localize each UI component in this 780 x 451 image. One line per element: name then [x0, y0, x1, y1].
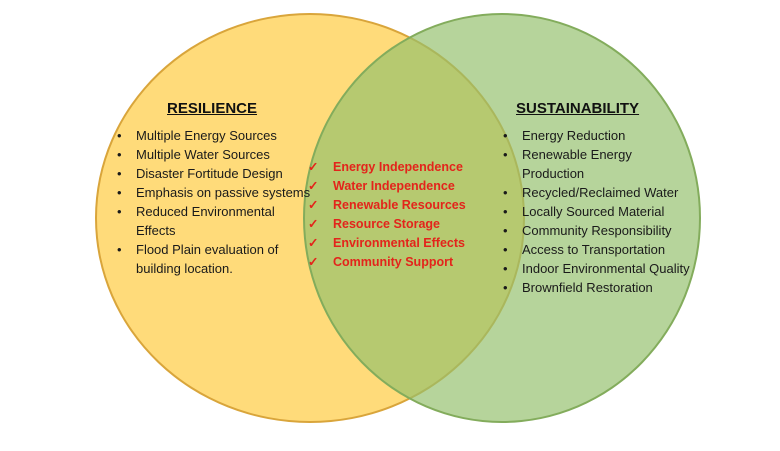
overlap-item-label: Environmental Effects: [333, 236, 465, 250]
resilience-list: Multiple Energy Sources Multiple Water S…: [110, 126, 315, 278]
list-item: ✓ Community Support: [308, 253, 466, 272]
list-item: Energy Reduction: [496, 126, 696, 145]
list-item: Flood Plain evaluation of building locat…: [110, 240, 315, 278]
sustainability-list: Energy Reduction Renewable Energy Produc…: [496, 126, 696, 297]
list-item: Indoor Environmental Quality: [496, 259, 696, 278]
list-item: Multiple Energy Sources: [110, 126, 315, 145]
resilience-title: RESILIENCE: [167, 100, 258, 117]
checkmark-icon: ✓: [308, 236, 319, 250]
list-item: ✓ Resource Storage: [308, 215, 466, 234]
overlap-item-label: Energy Independence: [333, 160, 463, 174]
checkmark-icon: ✓: [308, 179, 319, 193]
list-item: Multiple Water Sources: [110, 145, 315, 164]
list-item: Brownfield Restoration: [496, 278, 696, 297]
overlap-item-label: Community Support: [333, 255, 454, 269]
list-item: ✓ Environmental Effects: [308, 234, 466, 253]
list-item: Emphasis on passive systems: [110, 183, 315, 202]
overlap-item-label: Water Independence: [333, 179, 455, 193]
checkmark-icon: ✓: [308, 198, 319, 212]
overlap-list: ✓ Energy Independence ✓ Water Independence…: [308, 158, 466, 272]
overlap-item-label: Renewable Resources: [333, 198, 466, 212]
checkmark-icon: ✓: [308, 255, 319, 269]
list-item: Disaster Fortitude Design: [110, 164, 315, 183]
list-item: Reduced Environmental Effects: [110, 202, 315, 240]
list-item: Locally Sourced Material: [496, 202, 696, 221]
sustainability-title: SUSTAINABILITY: [516, 100, 640, 117]
checkmark-icon: ✓: [308, 217, 319, 231]
overlap-item-label: Resource Storage: [333, 217, 440, 231]
list-item: ✓ Water Independence: [308, 177, 466, 196]
list-item: Community Responsibility: [496, 221, 696, 240]
list-item: ✓ Energy Independence: [308, 158, 466, 177]
checkmark-icon: ✓: [308, 160, 319, 174]
list-item: Recycled/Reclaimed Water: [496, 183, 696, 202]
list-item: ✓ Renewable Resources: [308, 196, 466, 215]
list-item: Renewable Energy Production: [496, 145, 696, 183]
list-item: Access to Transportation: [496, 240, 696, 259]
